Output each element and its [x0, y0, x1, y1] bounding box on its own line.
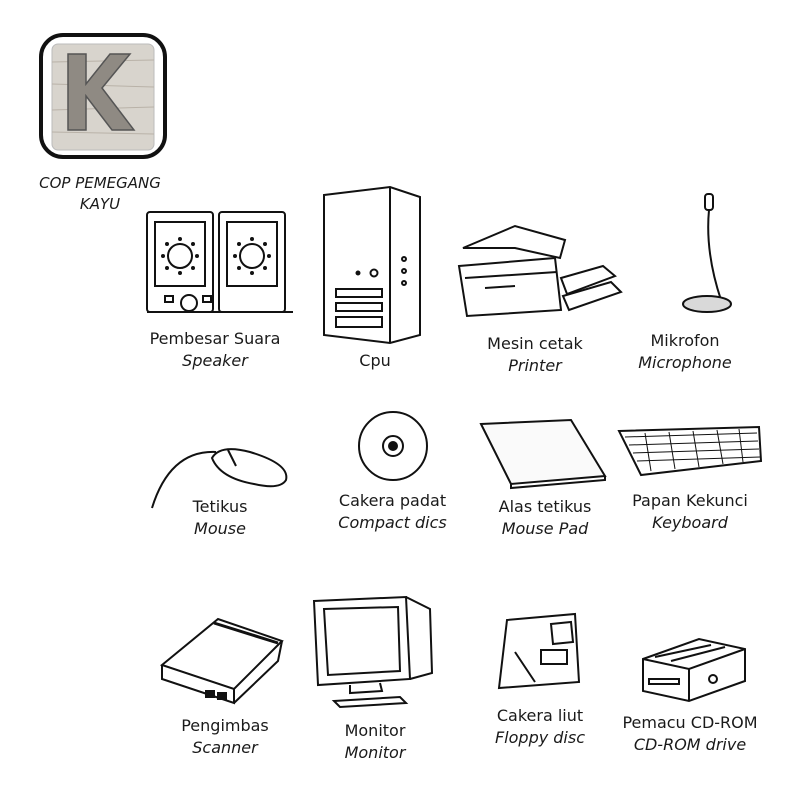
- cpu-illustration: [320, 185, 425, 349]
- speaker-english: Speaker: [182, 351, 248, 370]
- speaker-icon: [146, 211, 293, 313]
- caption-printer: Mesin cetak Printer: [460, 333, 610, 377]
- caption-compact-disc: Cakera padat Compact dics: [300, 490, 485, 534]
- printer-english: Printer: [508, 356, 562, 375]
- floppy-disc-english: Floppy disc: [494, 728, 586, 747]
- keyboard-illustration: [615, 425, 765, 484]
- caption-cdrom-drive: Pemacu CD-ROM CD-ROM drive: [605, 712, 775, 756]
- monitor-illustration: [310, 595, 440, 719]
- scanner-malay: Pengimbas: [181, 716, 269, 735]
- mouse-icon: [151, 448, 288, 509]
- monitor-icon: [312, 595, 434, 709]
- caption-speaker: Pembesar Suara Speaker: [130, 328, 300, 372]
- speaker-illustration: [145, 208, 295, 324]
- microphone-english: Microphone: [638, 353, 732, 372]
- compact-disc-english: Compact dics: [338, 513, 447, 532]
- printer-malay: Mesin cetak: [487, 334, 583, 353]
- wooden-stamp: [38, 32, 168, 160]
- compact-disc-icon: [358, 411, 428, 481]
- mouse-pad-english: Mouse Pad: [501, 519, 589, 538]
- caption-microphone: Mikrofon Microphone: [615, 330, 755, 374]
- microphone-malay: Mikrofon: [650, 331, 720, 350]
- mouse-english: Mouse: [194, 519, 246, 538]
- caption-cpu: Cpu: [325, 350, 425, 372]
- stamp-caption-line2: KAYU: [79, 195, 121, 213]
- caption-mouse-pad: Alas tetikus Mouse Pad: [470, 496, 620, 540]
- mouse-pad-icon: [479, 418, 607, 490]
- floppy-disc-illustration: [495, 612, 585, 696]
- caption-mouse: Tetikus Mouse: [160, 496, 280, 540]
- caption-scanner: Pengimbas Scanner: [155, 715, 295, 759]
- cdrom-drive-malay: Pemacu CD-ROM: [622, 713, 758, 732]
- keyboard-english: Keyboard: [652, 513, 728, 532]
- caption-monitor: Monitor Monitor: [300, 720, 450, 764]
- microphone-icon: [682, 193, 732, 313]
- stamp-caption-line1: COP PEMEGANG: [39, 174, 161, 192]
- mouse-pad-malay: Alas tetikus: [498, 497, 592, 516]
- cdrom-drive-english: CD-ROM drive: [633, 735, 747, 754]
- scanner-icon: [159, 617, 284, 705]
- cdrom-drive-illustration: [635, 635, 750, 709]
- stamp-caption: COP PEMEGANG KAYU: [20, 173, 180, 215]
- scanner-illustration: [158, 615, 288, 709]
- printer-icon: [457, 224, 623, 318]
- monitor-malay: Monitor: [344, 721, 406, 740]
- speaker-malay: Pembesar Suara: [149, 329, 281, 348]
- keyboard-icon: [617, 425, 763, 477]
- floppy-disc-icon: [497, 612, 581, 690]
- caption-keyboard: Papan Kekunci Keyboard: [615, 490, 765, 534]
- printer-illustration: [455, 218, 625, 327]
- monitor-english: Monitor: [344, 743, 406, 762]
- scanner-english: Scanner: [192, 738, 258, 757]
- caption-floppy-disc: Cakera liut Floppy disc: [470, 705, 610, 749]
- mouse-malay: Tetikus: [192, 497, 248, 516]
- microphone-illustration: [675, 192, 745, 321]
- keyboard-malay: Papan Kekunci: [632, 491, 748, 510]
- cdrom-drive-icon: [642, 637, 746, 703]
- mouse-pad-illustration: [475, 418, 610, 492]
- wooden-stamp-icon: [39, 33, 167, 159]
- cpu-icon: [323, 185, 421, 345]
- mouse-illustration: [150, 440, 290, 514]
- floppy-disc-malay: Cakera liut: [496, 706, 584, 725]
- compact-disc-malay: Cakera padat: [338, 491, 447, 510]
- cpu-malay: Cpu: [359, 351, 391, 370]
- compact-disc-illustration: [355, 408, 431, 488]
